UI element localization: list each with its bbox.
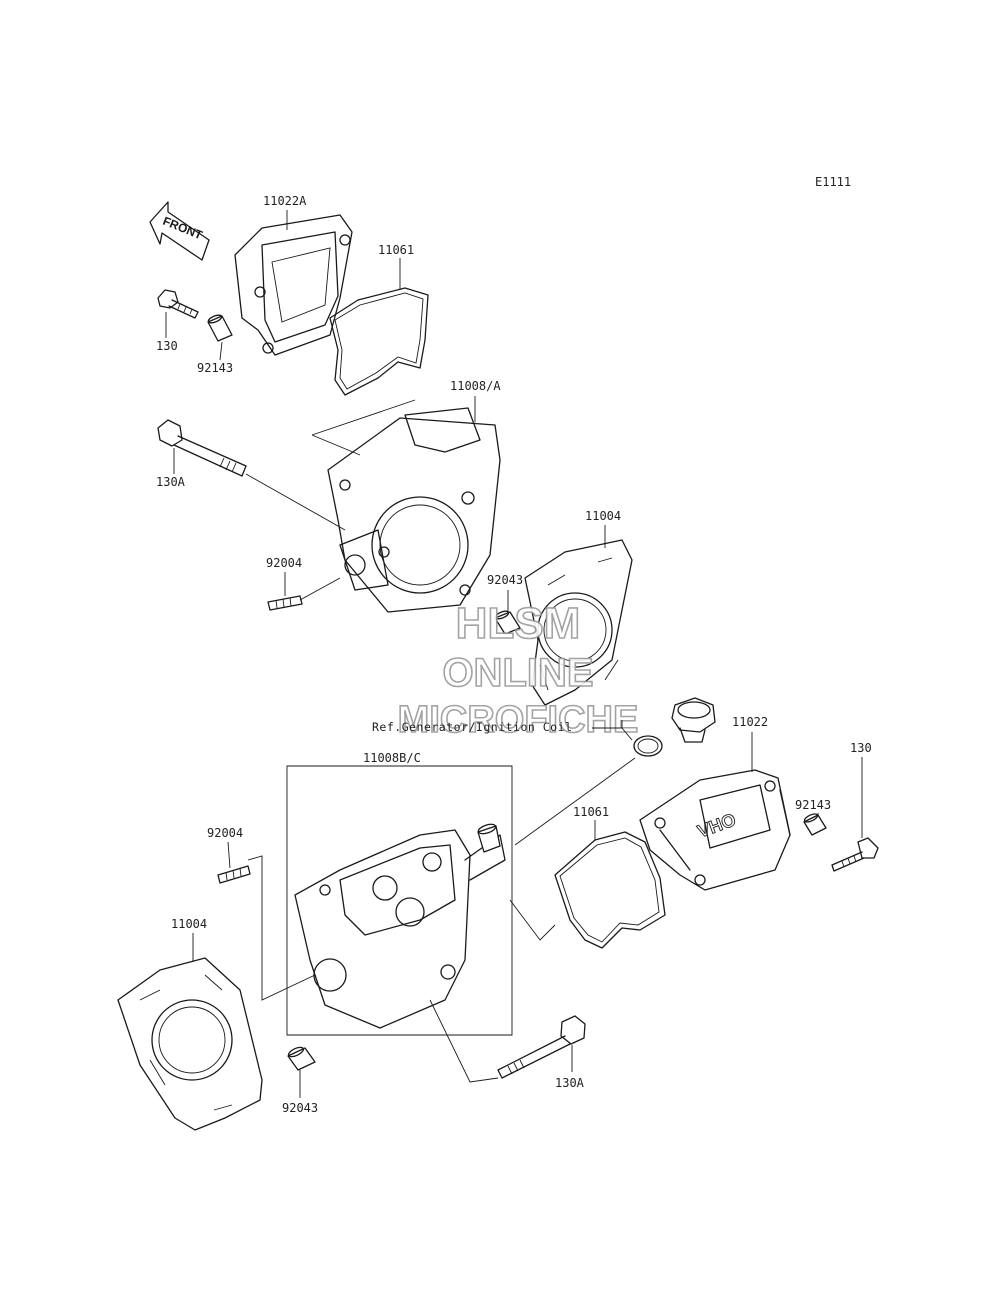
callout-130A-top: 130A xyxy=(156,475,186,489)
callout-92043-bottom: 92043 xyxy=(282,1101,318,1115)
head-gasket-11004-top xyxy=(524,539,633,706)
callout-92004-bottom: 92004 xyxy=(207,826,243,840)
reference-note: Ref.Generator/Ignition Coil xyxy=(372,720,572,734)
callout-130A-bottom: 130A xyxy=(555,1076,585,1090)
bolt-130A-bottom xyxy=(497,1015,586,1079)
oil-filler-cap xyxy=(671,697,716,743)
upper-head-cover-11022A xyxy=(234,214,353,356)
front-arrow-icon: FRONT xyxy=(149,201,210,261)
stud-92004-bottom xyxy=(217,865,251,884)
callout-92143-right: 92143 xyxy=(795,798,831,812)
callout-11022A: 11022A xyxy=(263,194,307,208)
diagram-code: E1111 xyxy=(815,175,851,189)
lower-gasket-11061 xyxy=(554,831,666,949)
dowel-92143-top xyxy=(207,314,233,342)
dowel-92043-bottom xyxy=(287,1046,316,1071)
watermark-line-3: MICROFICHE xyxy=(398,699,639,741)
callout-92043-top: 92043 xyxy=(487,573,523,587)
head-gasket-11004-bottom xyxy=(117,957,263,1131)
dowel-92043-top xyxy=(494,610,521,635)
callout-92143-top: 92143 xyxy=(197,361,233,375)
callout-130-top: 130 xyxy=(156,339,178,353)
cover-emblem: OHV xyxy=(695,809,739,841)
callout-11008BC: 11008B/C xyxy=(363,751,421,765)
bolt-130A-top xyxy=(157,419,247,477)
callout-11061-bottom: 11061 xyxy=(573,805,609,819)
watermark-line-1: HLSM xyxy=(456,599,581,648)
dowel-92143-right xyxy=(803,813,827,836)
bolt-130-top xyxy=(157,289,199,319)
callout-11061-top: 11061 xyxy=(378,243,414,257)
callout-11004-bottom: 11004 xyxy=(171,917,207,931)
bolt-130-right xyxy=(831,837,879,872)
upper-cylinder-head-11008A xyxy=(327,407,501,613)
callout-130-right: 130 xyxy=(850,741,872,755)
stud-92004-top xyxy=(267,595,303,611)
upper-gasket-11061 xyxy=(329,287,429,396)
lower-cylinder-head-11008BC xyxy=(294,823,506,1029)
watermark-line-2: ONLINE xyxy=(442,651,593,695)
lower-head-cover-11022: OHV xyxy=(639,769,791,891)
callout-11004-top: 11004 xyxy=(585,509,621,523)
callout-92004-top: 92004 xyxy=(266,556,302,570)
callout-11022: 11022 xyxy=(732,715,768,729)
callout-11008A: 11008/A xyxy=(450,379,501,393)
watermark: HLSM ONLINE MICROFICHE xyxy=(397,598,639,742)
o-ring xyxy=(633,735,663,757)
